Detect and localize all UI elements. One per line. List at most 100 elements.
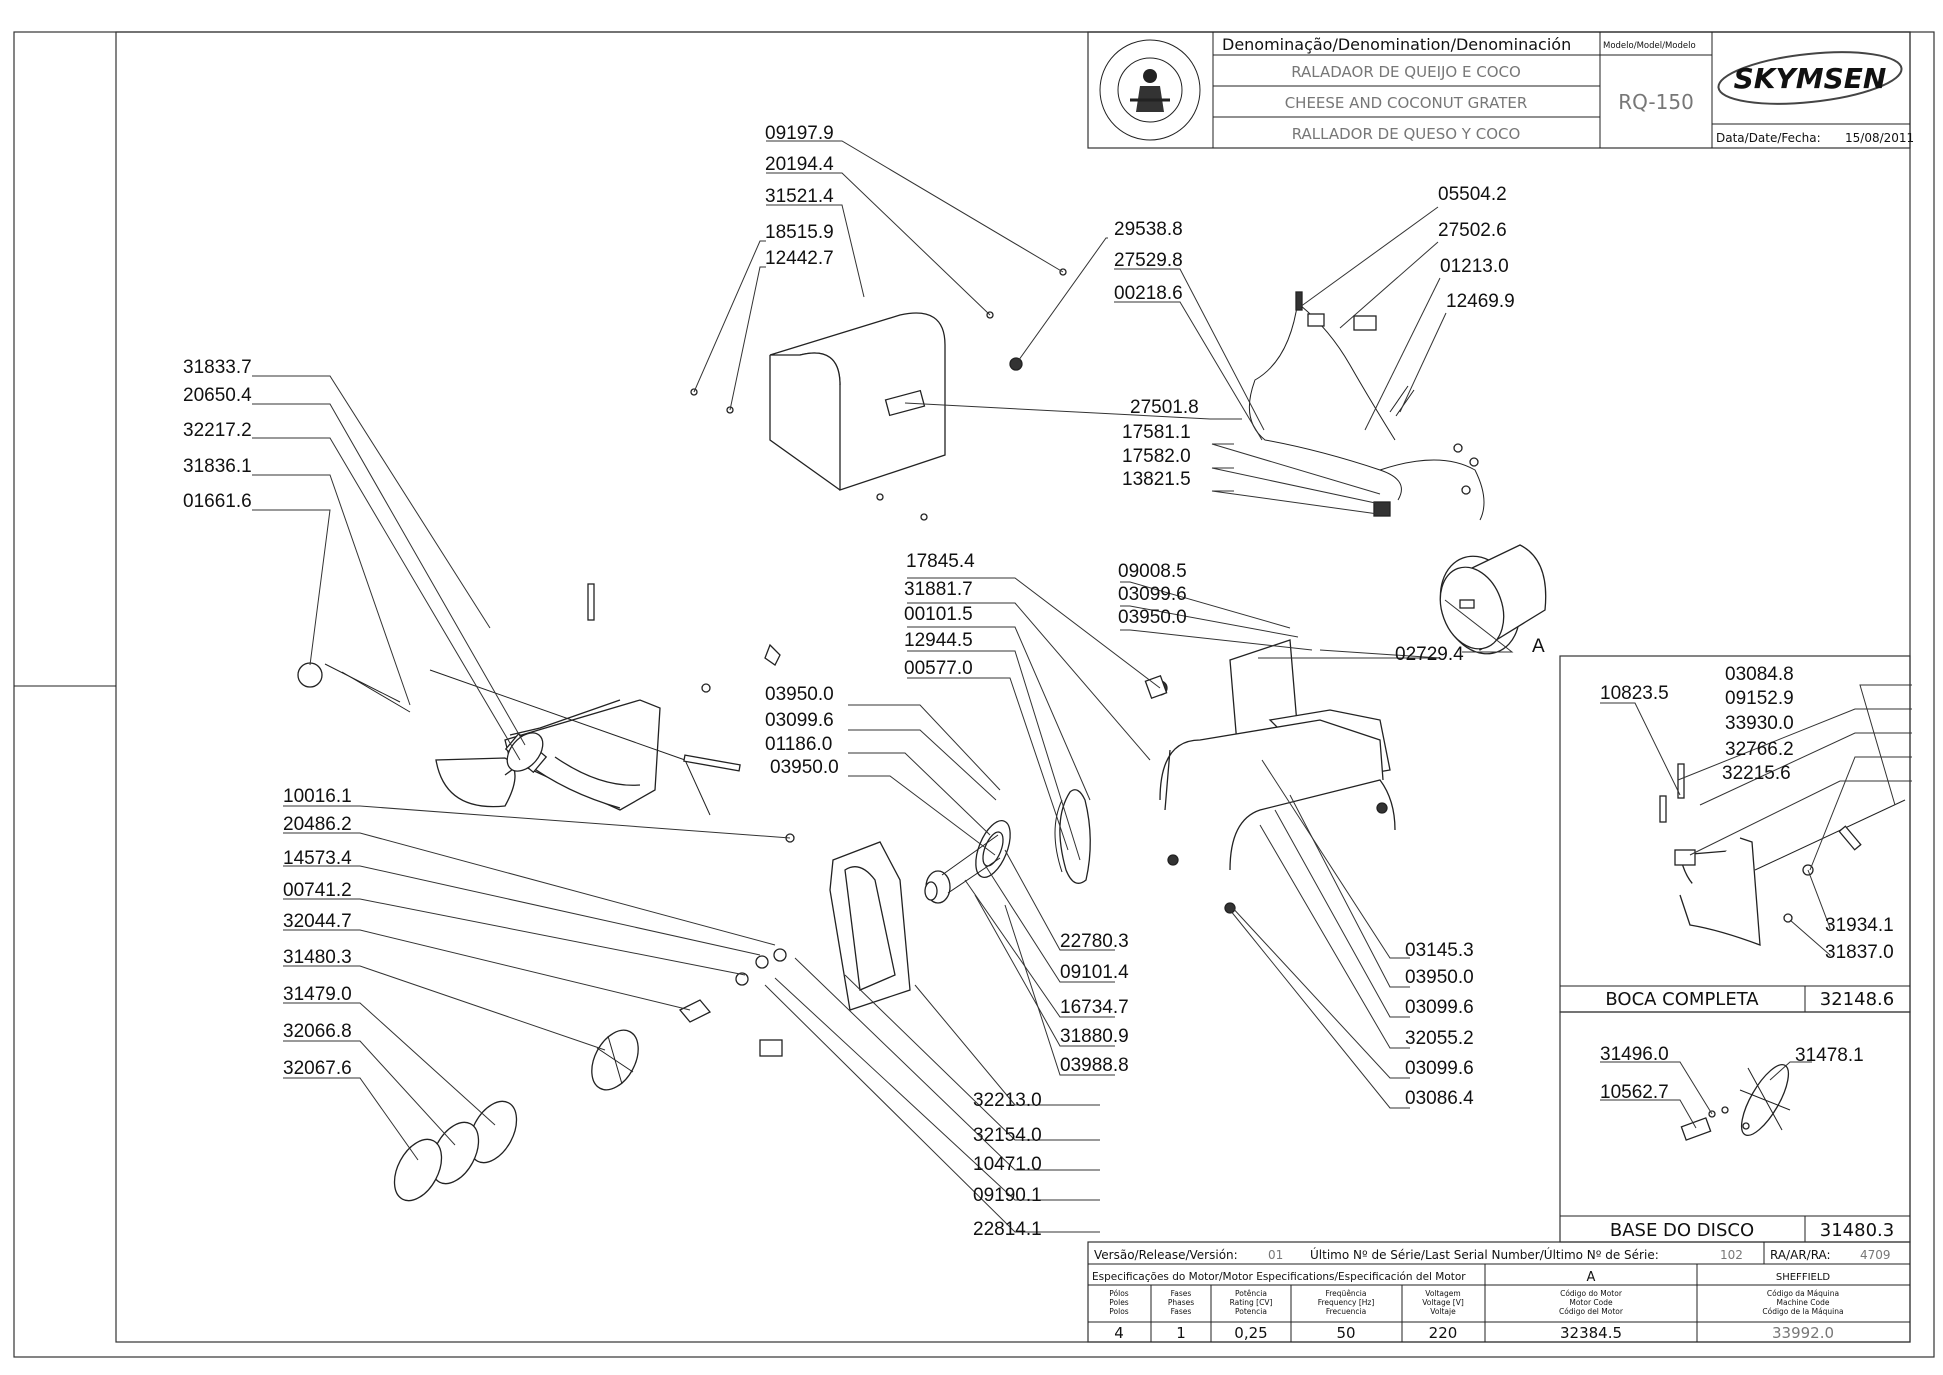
date-label: Data/Date/Fecha: bbox=[1716, 131, 1821, 145]
part-label: 00101.5 bbox=[904, 604, 973, 625]
svg-text:0,25: 0,25 bbox=[1234, 1324, 1267, 1342]
part-label: 27501.8 bbox=[1130, 397, 1199, 418]
technical-assistance-seal bbox=[1099, 39, 1201, 141]
part-label: 09008.5 bbox=[1118, 561, 1187, 582]
svg-text:01: 01 bbox=[1268, 1248, 1283, 1262]
svg-text:Freqüência: Freqüência bbox=[1326, 1289, 1367, 1298]
svg-text:RA/AR/RA:: RA/AR/RA: bbox=[1770, 1248, 1831, 1262]
footer-table: Versão/Release/Versión: 01 Último Nº de … bbox=[1087, 1241, 1911, 1343]
part-label: 22814.1 bbox=[973, 1219, 1042, 1240]
svg-text:Fases: Fases bbox=[1171, 1289, 1192, 1298]
svg-text:4: 4 bbox=[1114, 1324, 1124, 1342]
part-label: 16734.7 bbox=[1060, 997, 1129, 1018]
svg-text:Voltaje: Voltaje bbox=[1430, 1307, 1456, 1316]
denomination-header: Denominação/Denomination/Denominación bbox=[1222, 35, 1571, 54]
svg-text:102: 102 bbox=[1720, 1248, 1743, 1262]
part-label: 14573.4 bbox=[283, 848, 352, 869]
part-label: 12469.9 bbox=[1446, 291, 1515, 312]
part-label: 00218.6 bbox=[1114, 283, 1183, 304]
part-label: 10562.7 bbox=[1600, 1082, 1669, 1103]
part-label: 18515.9 bbox=[765, 222, 834, 243]
svg-text:Frequency [Hz]: Frequency [Hz] bbox=[1318, 1298, 1375, 1307]
svg-text:Polos: Polos bbox=[1109, 1307, 1129, 1316]
part-label: 31880.9 bbox=[1060, 1026, 1129, 1047]
svg-text:Motor Code: Motor Code bbox=[1569, 1298, 1613, 1307]
svg-text:Pólos: Pólos bbox=[1109, 1289, 1129, 1298]
part-label: 10471.0 bbox=[973, 1154, 1042, 1175]
part-label: 03099.6 bbox=[765, 710, 834, 731]
part-label: 22780.3 bbox=[1060, 931, 1129, 952]
model-header: Modelo/Model/Modelo bbox=[1603, 41, 1696, 51]
svg-text:32148.6: 32148.6 bbox=[1820, 989, 1894, 1010]
part-label: 01213.0 bbox=[1440, 256, 1509, 277]
part-label: 32217.2 bbox=[183, 420, 252, 441]
part-label: 03950.0 bbox=[1118, 607, 1187, 628]
svg-text:Código da Máquina: Código da Máquina bbox=[1767, 1289, 1839, 1298]
part-label: 03950.0 bbox=[1405, 967, 1474, 988]
svg-text:A: A bbox=[1587, 1270, 1596, 1285]
detail-base-do-disco: BASE DO DISCO 31480.3 bbox=[1559, 1011, 1911, 1243]
grater-discs bbox=[393, 1029, 639, 1202]
svg-text:1: 1 bbox=[1176, 1324, 1186, 1342]
svg-text:33992.0: 33992.0 bbox=[1772, 1324, 1834, 1342]
title-block: Denominação/Denomination/Denominación Mo… bbox=[1087, 31, 1914, 149]
svg-text:BOCA COMPLETA: BOCA COMPLETA bbox=[1605, 989, 1759, 1010]
part-label: 20650.4 bbox=[183, 385, 252, 406]
part-label: 31881.7 bbox=[904, 579, 973, 600]
part-label: 31496.0 bbox=[1600, 1044, 1669, 1065]
part-label: 33930.0 bbox=[1725, 713, 1794, 734]
part-label: 31478.1 bbox=[1795, 1045, 1864, 1066]
leader-lines bbox=[252, 140, 1912, 1233]
svg-text:Último Nº de Série/Last Serial: Último Nº de Série/Last Serial Number/Úl… bbox=[1310, 1247, 1659, 1262]
svg-text:Fases: Fases bbox=[1171, 1307, 1192, 1316]
part-label: 20486.2 bbox=[283, 814, 352, 835]
part-label: 03099.6 bbox=[1118, 584, 1187, 605]
part-label: 01661.6 bbox=[183, 491, 252, 512]
part-label: 03099.6 bbox=[1405, 997, 1474, 1018]
svg-text:Potência: Potência bbox=[1235, 1289, 1267, 1298]
part-label: 03099.6 bbox=[1405, 1058, 1474, 1079]
svg-text:Versão/Release/Versión:: Versão/Release/Versión: bbox=[1094, 1248, 1238, 1262]
part-label: 32215.6 bbox=[1722, 763, 1791, 784]
part-label: 31934.1 bbox=[1825, 915, 1894, 936]
svg-text:Potencia: Potencia bbox=[1235, 1307, 1267, 1316]
part-label: 29538.8 bbox=[1114, 219, 1183, 240]
motor-ref-label: A bbox=[1532, 636, 1545, 657]
svg-text:Voltage [V]: Voltage [V] bbox=[1422, 1298, 1464, 1307]
part-label: 27502.6 bbox=[1438, 220, 1507, 241]
part-label: 32066.8 bbox=[283, 1021, 352, 1042]
part-label: 03145.3 bbox=[1405, 940, 1474, 961]
part-labels: 09197.9 20194.4 31521.4 18515.9 12442.7 … bbox=[183, 123, 1894, 1240]
part-label: 13821.5 bbox=[1122, 469, 1191, 490]
svg-text:Código de la Máquina: Código de la Máquina bbox=[1762, 1307, 1843, 1316]
part-label: 32154.0 bbox=[973, 1125, 1042, 1146]
svg-text:220: 220 bbox=[1429, 1324, 1458, 1342]
svg-text:50: 50 bbox=[1336, 1324, 1355, 1342]
part-label: 05504.2 bbox=[1438, 184, 1507, 205]
part-label: 10016.1 bbox=[283, 786, 352, 807]
part-label: 31833.7 bbox=[183, 357, 252, 378]
part-label: 31480.3 bbox=[283, 947, 352, 968]
part-label: 31479.0 bbox=[283, 984, 352, 1005]
svg-text:Código do Motor: Código do Motor bbox=[1560, 1289, 1623, 1298]
part-label: 02729.4 bbox=[1395, 644, 1464, 665]
part-label: 03086.4 bbox=[1405, 1088, 1474, 1109]
housing-assembly bbox=[678, 833, 1001, 1057]
svg-text:4709: 4709 bbox=[1860, 1248, 1891, 1262]
date-value: 15/08/2011 bbox=[1845, 131, 1914, 145]
svg-text:Poles: Poles bbox=[1109, 1298, 1129, 1307]
part-label: 01186.0 bbox=[765, 734, 832, 755]
part-label: 17582.0 bbox=[1122, 446, 1191, 467]
svg-text:Phases: Phases bbox=[1168, 1298, 1194, 1307]
part-label: 32213.0 bbox=[973, 1090, 1042, 1111]
cover-assembly bbox=[690, 268, 1067, 521]
part-label: 31836.1 bbox=[183, 456, 252, 477]
part-label: 03950.0 bbox=[770, 757, 839, 778]
svg-text:Especificações do Motor/Motor: Especificações do Motor/Motor Especifica… bbox=[1092, 1271, 1466, 1283]
part-label: 32055.2 bbox=[1405, 1028, 1474, 1049]
part-label: 09197.9 bbox=[765, 123, 834, 144]
part-label: 31837.0 bbox=[1825, 942, 1894, 963]
part-label: 12944.5 bbox=[904, 630, 973, 651]
model-value: RQ-150 bbox=[1618, 90, 1694, 114]
